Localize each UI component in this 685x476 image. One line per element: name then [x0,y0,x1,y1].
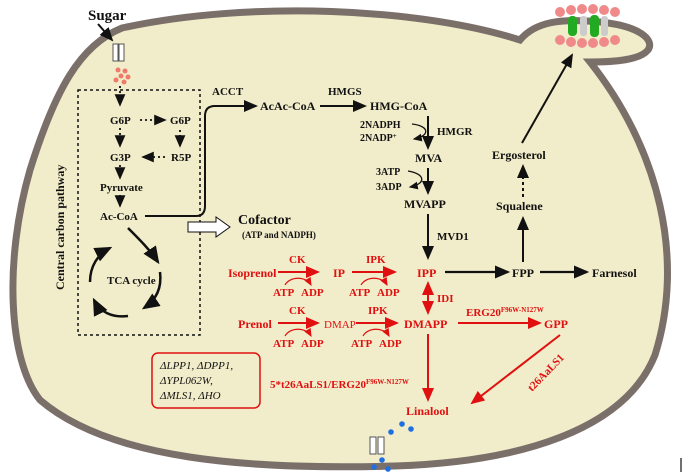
acetyl-coa: Ac-CoA [100,211,138,223]
dmap: DMAP [324,319,356,331]
hmg-coa: HMG-CoA [370,99,428,113]
deletions-box [151,352,261,409]
prenol: Prenol [238,317,272,331]
linalool: Linalool [406,404,449,418]
linalool-transporter-icon [369,436,385,455]
atp-a: ATP [273,287,294,299]
mva: MVA [415,151,442,165]
atp-d: ATP [351,338,372,350]
adp-b: ADP [377,287,400,299]
acac-coa: AcAc-CoA [260,99,316,113]
tca-cycle-arrows [88,227,162,318]
nadph: 2NADPH [360,120,401,131]
hmgr-enzyme: HMGR [437,126,473,138]
hmgs-enzyme: HMGS [328,86,362,98]
farnesol: Farnesol [592,266,637,280]
ck-enzyme-1: CK [289,254,306,266]
adp-c: ADP [301,338,324,350]
sugar-label: Sugar [88,8,127,24]
acct-enzyme: ACCT [212,86,244,98]
isoprenol: Isoprenol [228,266,277,280]
lipid-droplet-icon [555,4,620,48]
atp-c: ATP [273,338,294,350]
central-carbon-box [77,89,201,336]
r5p: R5P [171,152,191,164]
adp-d: ADP [379,338,402,350]
yeast-cell-membrane [9,7,671,471]
cofactor-sub: (ATP and NADPH) [242,230,316,240]
fpp: FPP [512,266,534,280]
mvapp: MVAPP [404,197,446,211]
ck-enzyme-2: CK [289,305,306,317]
adp-a: ADP [301,287,324,299]
g6p-right: G6P [170,115,191,127]
sugar-molecules-icon [113,67,131,85]
atp3: 3ATP [376,167,400,178]
cofactor-label: Cofactor [238,213,291,228]
adp3: 3ADP [376,182,402,193]
deletions-line-3: ΔMLS1, ΔHO [159,390,221,402]
dmapp: DMAPP [404,317,447,331]
atp-b: ATP [349,287,370,299]
sugar-transporter-icon [112,43,125,62]
ergosterol: Ergosterol [492,148,546,162]
g6p-left: G6P [110,115,131,127]
erg20-enzyme: ERG20F96W-N127W [466,306,544,319]
linalool-molecules-icon [371,421,414,472]
linalool-synthase: 5*t26AaLS1/ERG20F96W-N127W [270,378,409,391]
idi-enzyme: IDI [437,293,454,305]
gpp: GPP [544,317,568,331]
mvd1-enzyme: MVD1 [437,231,469,243]
central-carbon-label: Central carbon pathway [53,165,67,290]
ipp: IPP [417,266,436,280]
g3p: G3P [110,152,131,164]
ip: IP [333,266,345,280]
squalene: Squalene [496,199,543,213]
deletions-line-1: ΔLPP1, ΔDPP1, [159,360,233,372]
pyruvate: Pyruvate [100,182,143,194]
cofactor-arrow-icon [187,216,231,238]
nadp: 2NADP+ [360,132,397,144]
ipk-enzyme-2: IPK [368,305,388,317]
ipk-enzyme-1: IPK [366,254,386,266]
tca-cycle: TCA cycle [107,275,156,287]
deletions-line-2: ΔYPL062W, [159,375,213,387]
